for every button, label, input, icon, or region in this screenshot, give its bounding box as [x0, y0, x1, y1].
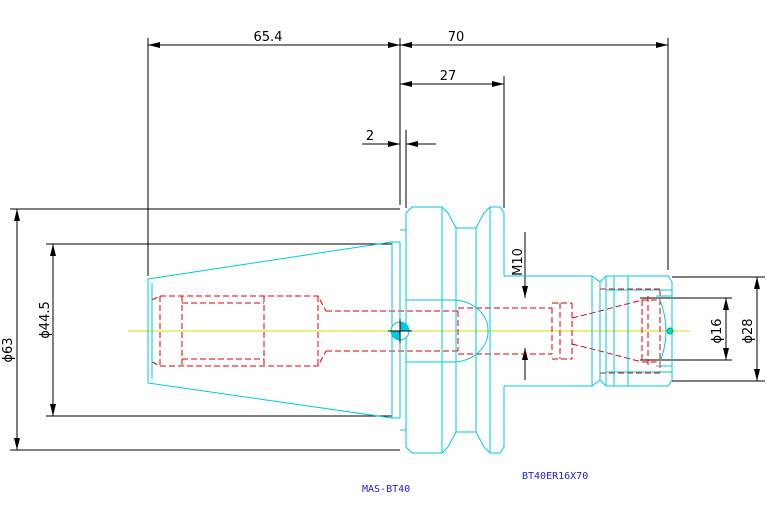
dim-m10: M10 — [511, 248, 526, 276]
standard-label: MAS-BT40 — [362, 484, 410, 495]
dim-70: 70 — [448, 30, 465, 45]
part-outline — [147, 206, 673, 454]
end-point-mark — [666, 327, 674, 335]
dimension-lines — [10, 38, 765, 451]
center-mark — [388, 319, 412, 343]
dim-2: 2 — [366, 129, 374, 144]
dim-phi-16: ϕ16 — [710, 318, 725, 343]
part-number-label: BT40ER16X70 — [522, 471, 588, 482]
dim-65-4: 65.4 — [254, 30, 283, 45]
dim-27: 27 — [440, 69, 457, 84]
dim-phi-63: ϕ63 — [1, 337, 16, 362]
dim-phi-28: ϕ28 — [741, 318, 756, 343]
dim-phi-44-5: ϕ44.5 — [38, 301, 53, 339]
